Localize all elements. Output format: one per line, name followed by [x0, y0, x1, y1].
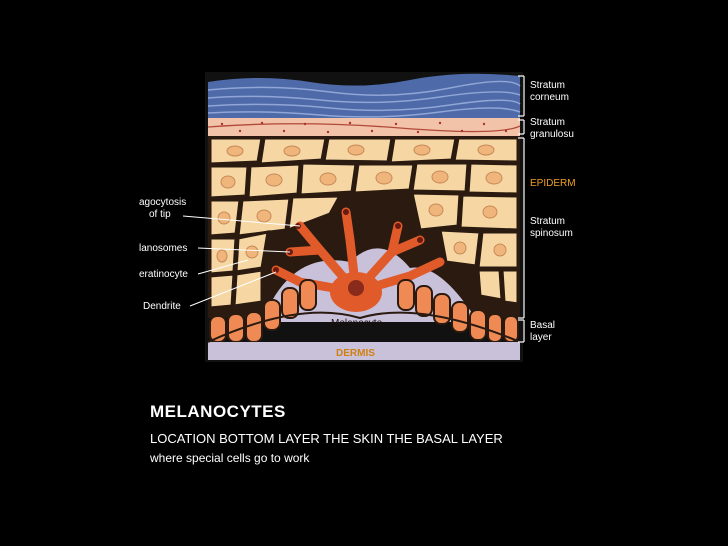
label-dermis: DERMIS [336, 348, 375, 359]
stratum-granulosum-layer [207, 118, 521, 136]
label-stratum-corneum-2: corneum [530, 92, 569, 103]
label-basal-2: layer [530, 332, 552, 343]
label-phagocytosis-1: agocytosis [139, 197, 186, 208]
slide-title: MELANOCYTES [150, 402, 286, 421]
stratum-spinosum-layer [208, 136, 520, 318]
label-keratinocyte: eratinocyte [139, 269, 188, 280]
left-pointer-lines [182, 215, 301, 307]
label-stratum-spinosum-1: Stratum [530, 216, 565, 227]
label-phagocytosis-2: of tip [149, 209, 171, 220]
right-brackets [518, 75, 525, 343]
label-melanocyte: Melanocyte [331, 318, 383, 329]
label-melanosomes: lanosomes [139, 243, 187, 254]
label-basal-1: Basal [530, 320, 555, 331]
label-stratum-corneum-1: Stratum [530, 80, 565, 91]
label-stratum-spinosum-2: spinosum [530, 228, 573, 239]
slide-subtitle: LOCATION BOTTOM LAYER THE SKIN THE BASAL… [150, 431, 503, 446]
label-epidermis: EPIDERM [530, 178, 576, 189]
label-dendrite: Dendrite [143, 301, 181, 312]
stratum-corneum-layer [207, 73, 521, 118]
label-stratum-granulosum-2: granulosu [530, 129, 574, 140]
label-stratum-granulosum-1: Stratum [530, 117, 565, 128]
slide-note: where special cells go to work [150, 451, 310, 465]
basal-layer [209, 279, 519, 343]
dermis-layer [208, 342, 520, 360]
